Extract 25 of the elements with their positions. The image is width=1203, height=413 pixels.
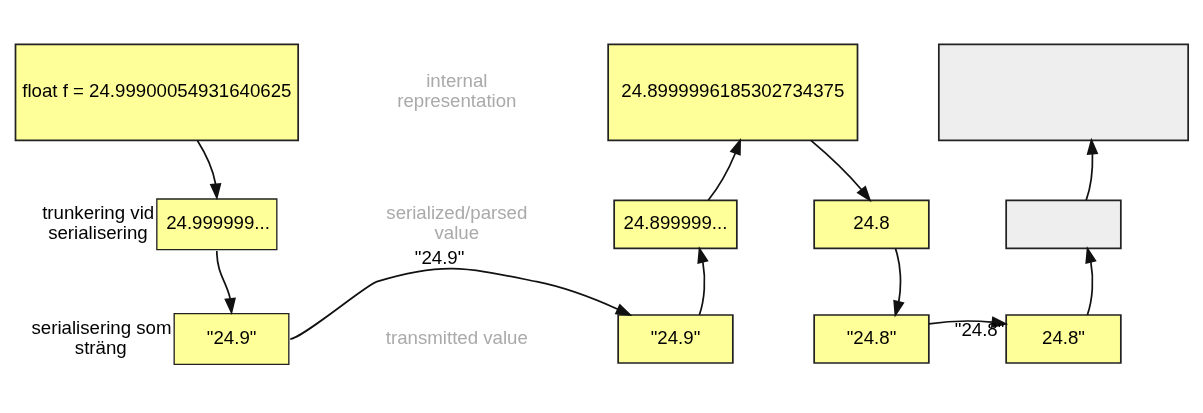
arrow xyxy=(893,247,905,317)
arrow xyxy=(697,245,709,316)
edge-label: "24.9" xyxy=(414,246,465,268)
label: serialized/parsed value xyxy=(386,201,528,243)
arrow xyxy=(810,139,872,202)
edge-label: "24.8" xyxy=(954,318,1005,340)
arrow xyxy=(215,249,236,315)
arrow xyxy=(707,137,741,201)
node-box: "24.9" xyxy=(617,313,734,364)
arrow xyxy=(289,267,633,340)
arrow xyxy=(1085,137,1099,201)
node-box: 24.899999... xyxy=(613,198,738,249)
node-label: trunkering vid serialisering xyxy=(42,201,155,243)
node-box: float f = 24.99900054931640625 xyxy=(14,42,300,141)
node-box: 24.8 xyxy=(813,198,930,249)
node-label: serialisering som sträng xyxy=(31,316,172,358)
node-box xyxy=(937,42,1190,141)
label: internal representation xyxy=(397,69,517,111)
node-box: 24.8999996185302734375 xyxy=(607,42,859,141)
node-box: 24.8" xyxy=(1005,313,1122,364)
arrow xyxy=(1085,245,1097,316)
node-box: "24.8" xyxy=(813,313,930,364)
arrow xyxy=(196,139,222,200)
node-box xyxy=(1005,198,1122,249)
label: transmitted value xyxy=(385,326,528,348)
